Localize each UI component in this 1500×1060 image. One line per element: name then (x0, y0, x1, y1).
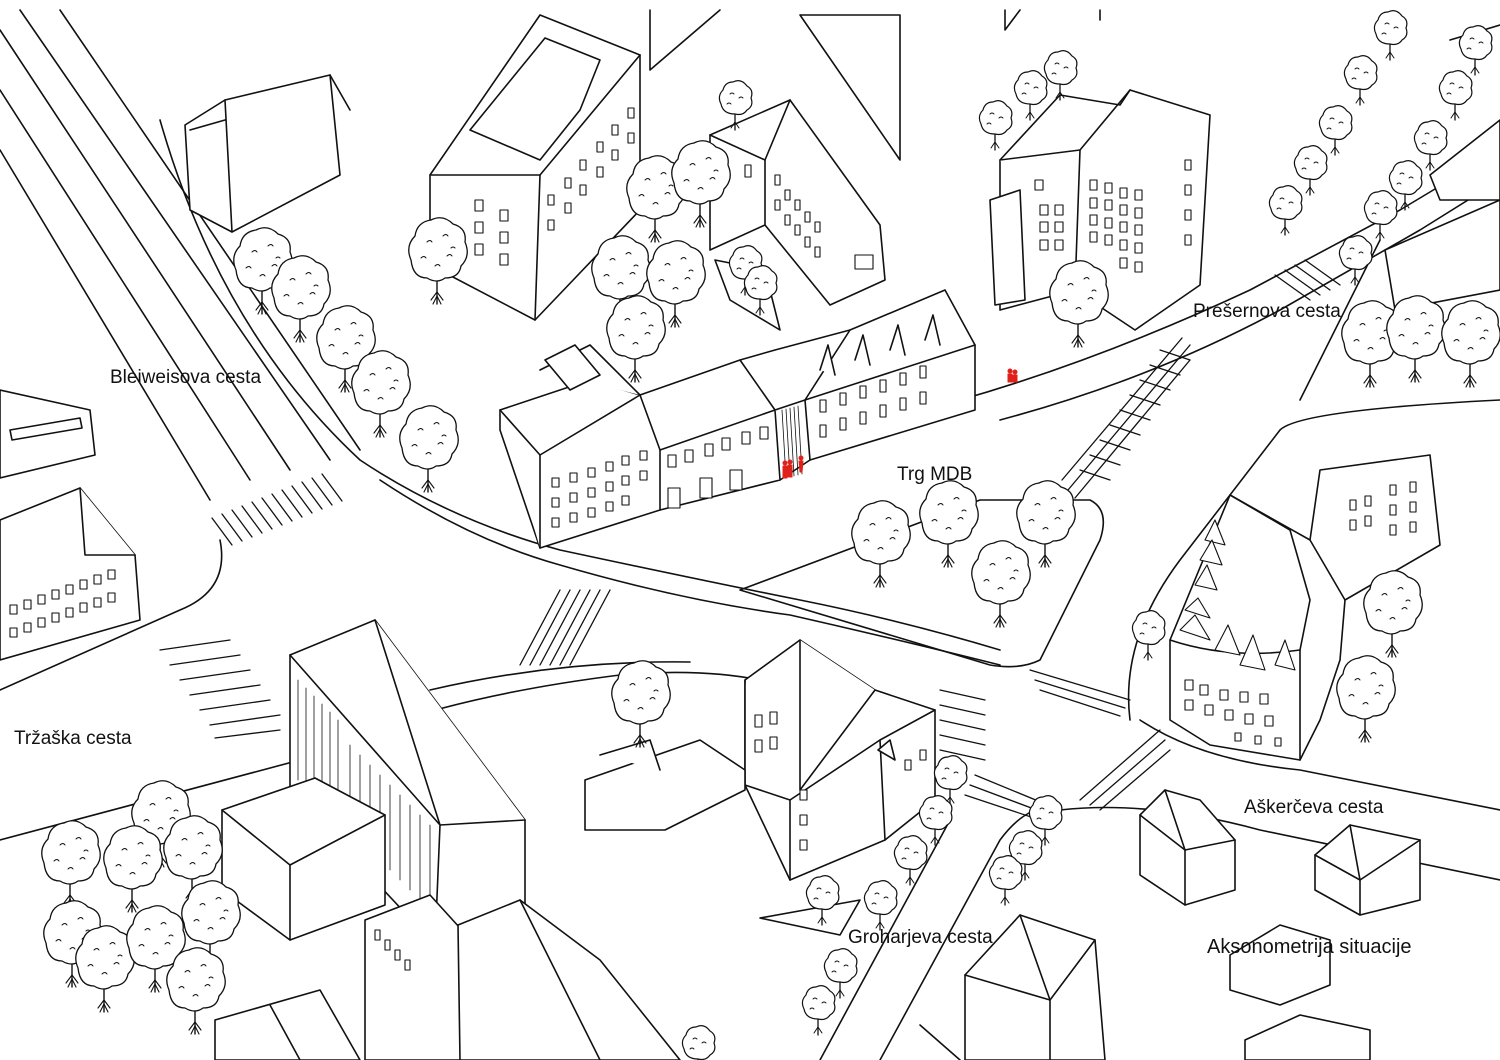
street-label-bleiweisova: Bleiweisova cesta (110, 367, 262, 388)
tree-icon (893, 834, 928, 886)
person-icon (782, 460, 788, 479)
crosswalk-bleiweisova (211, 473, 343, 546)
tree-icon (398, 404, 460, 493)
tree-icon (407, 216, 469, 305)
street-label-askerceva: Aškerčeva cesta (1244, 797, 1384, 818)
square-label-trg-mdb: Trg MDB (897, 464, 973, 485)
tree-icon (1363, 189, 1398, 241)
tree-icon (40, 819, 102, 908)
tree-icon (801, 984, 836, 1036)
building-right-curved (1169, 454, 1441, 761)
building-left-slab (0, 389, 96, 479)
tree-icon (1413, 119, 1448, 171)
building-bottom-houses (919, 789, 1421, 1060)
crosswalk-center (939, 689, 986, 761)
tree-icon (1293, 144, 1328, 196)
tree-icon (681, 1024, 716, 1060)
building-groharjeva-corner (584, 639, 936, 881)
tree-icon (1438, 69, 1473, 121)
tree-icon (988, 854, 1023, 906)
building-house-topleft (184, 74, 351, 233)
tree-icon (1335, 654, 1397, 743)
tree-icon (74, 924, 136, 1013)
person-icon (798, 455, 804, 473)
people (782, 368, 1018, 479)
person-icon (1012, 369, 1018, 383)
crosswalk-trzaska (159, 639, 281, 739)
street-label-trzaska: Tržaška cesta (14, 728, 132, 749)
building-left-lower (0, 487, 141, 661)
map-caption: Aksonometrija situacije (1207, 936, 1412, 958)
tree-icon (918, 479, 980, 568)
crosswalk-presernova (1061, 337, 1191, 499)
tree-icon (970, 539, 1032, 628)
tree-icon (1013, 69, 1048, 121)
crosswalks (159, 259, 1341, 821)
tree-icon (1043, 49, 1078, 101)
tree-icon (350, 349, 412, 438)
crosswalk-askerceva (1029, 669, 1171, 811)
building-bottom-center (214, 894, 681, 1060)
tree-icon (1385, 294, 1447, 383)
tree-icon (1440, 299, 1500, 388)
street-label-groharjeva: Groharjeva cesta (848, 927, 993, 948)
tree-icon (605, 294, 667, 383)
person-icon (787, 459, 793, 478)
building-low-left (221, 777, 386, 941)
person-icon (1007, 368, 1013, 383)
tree-icon (850, 499, 912, 588)
tree-icon (1268, 184, 1303, 236)
tree-icon (610, 659, 672, 748)
crosswalk-right-top (1274, 259, 1341, 301)
tree-icon (1362, 569, 1424, 658)
tree-icon (1318, 104, 1353, 156)
tree-icon (863, 879, 898, 931)
building-main-block (499, 289, 976, 549)
crosswalk-center-left (519, 589, 611, 666)
building-right-edge (1384, 24, 1500, 311)
tree-icon (1373, 9, 1408, 61)
building-long-bottomleft (289, 619, 526, 946)
tree-icon (805, 874, 840, 926)
tree-icon (1131, 609, 1166, 661)
tree-icon (918, 794, 953, 846)
street-label-presernova: Prešernova cesta (1193, 301, 1341, 322)
tree-icon (1458, 24, 1493, 76)
tree-icon (1338, 234, 1373, 286)
building-top-strips (649, 9, 1101, 161)
tree-icon (102, 824, 164, 913)
building-apartment-topright (989, 89, 1211, 331)
tree-icon (1343, 54, 1378, 106)
tree-icon (978, 99, 1013, 151)
buildings (0, 9, 1500, 1060)
tree-icon (1048, 259, 1110, 348)
